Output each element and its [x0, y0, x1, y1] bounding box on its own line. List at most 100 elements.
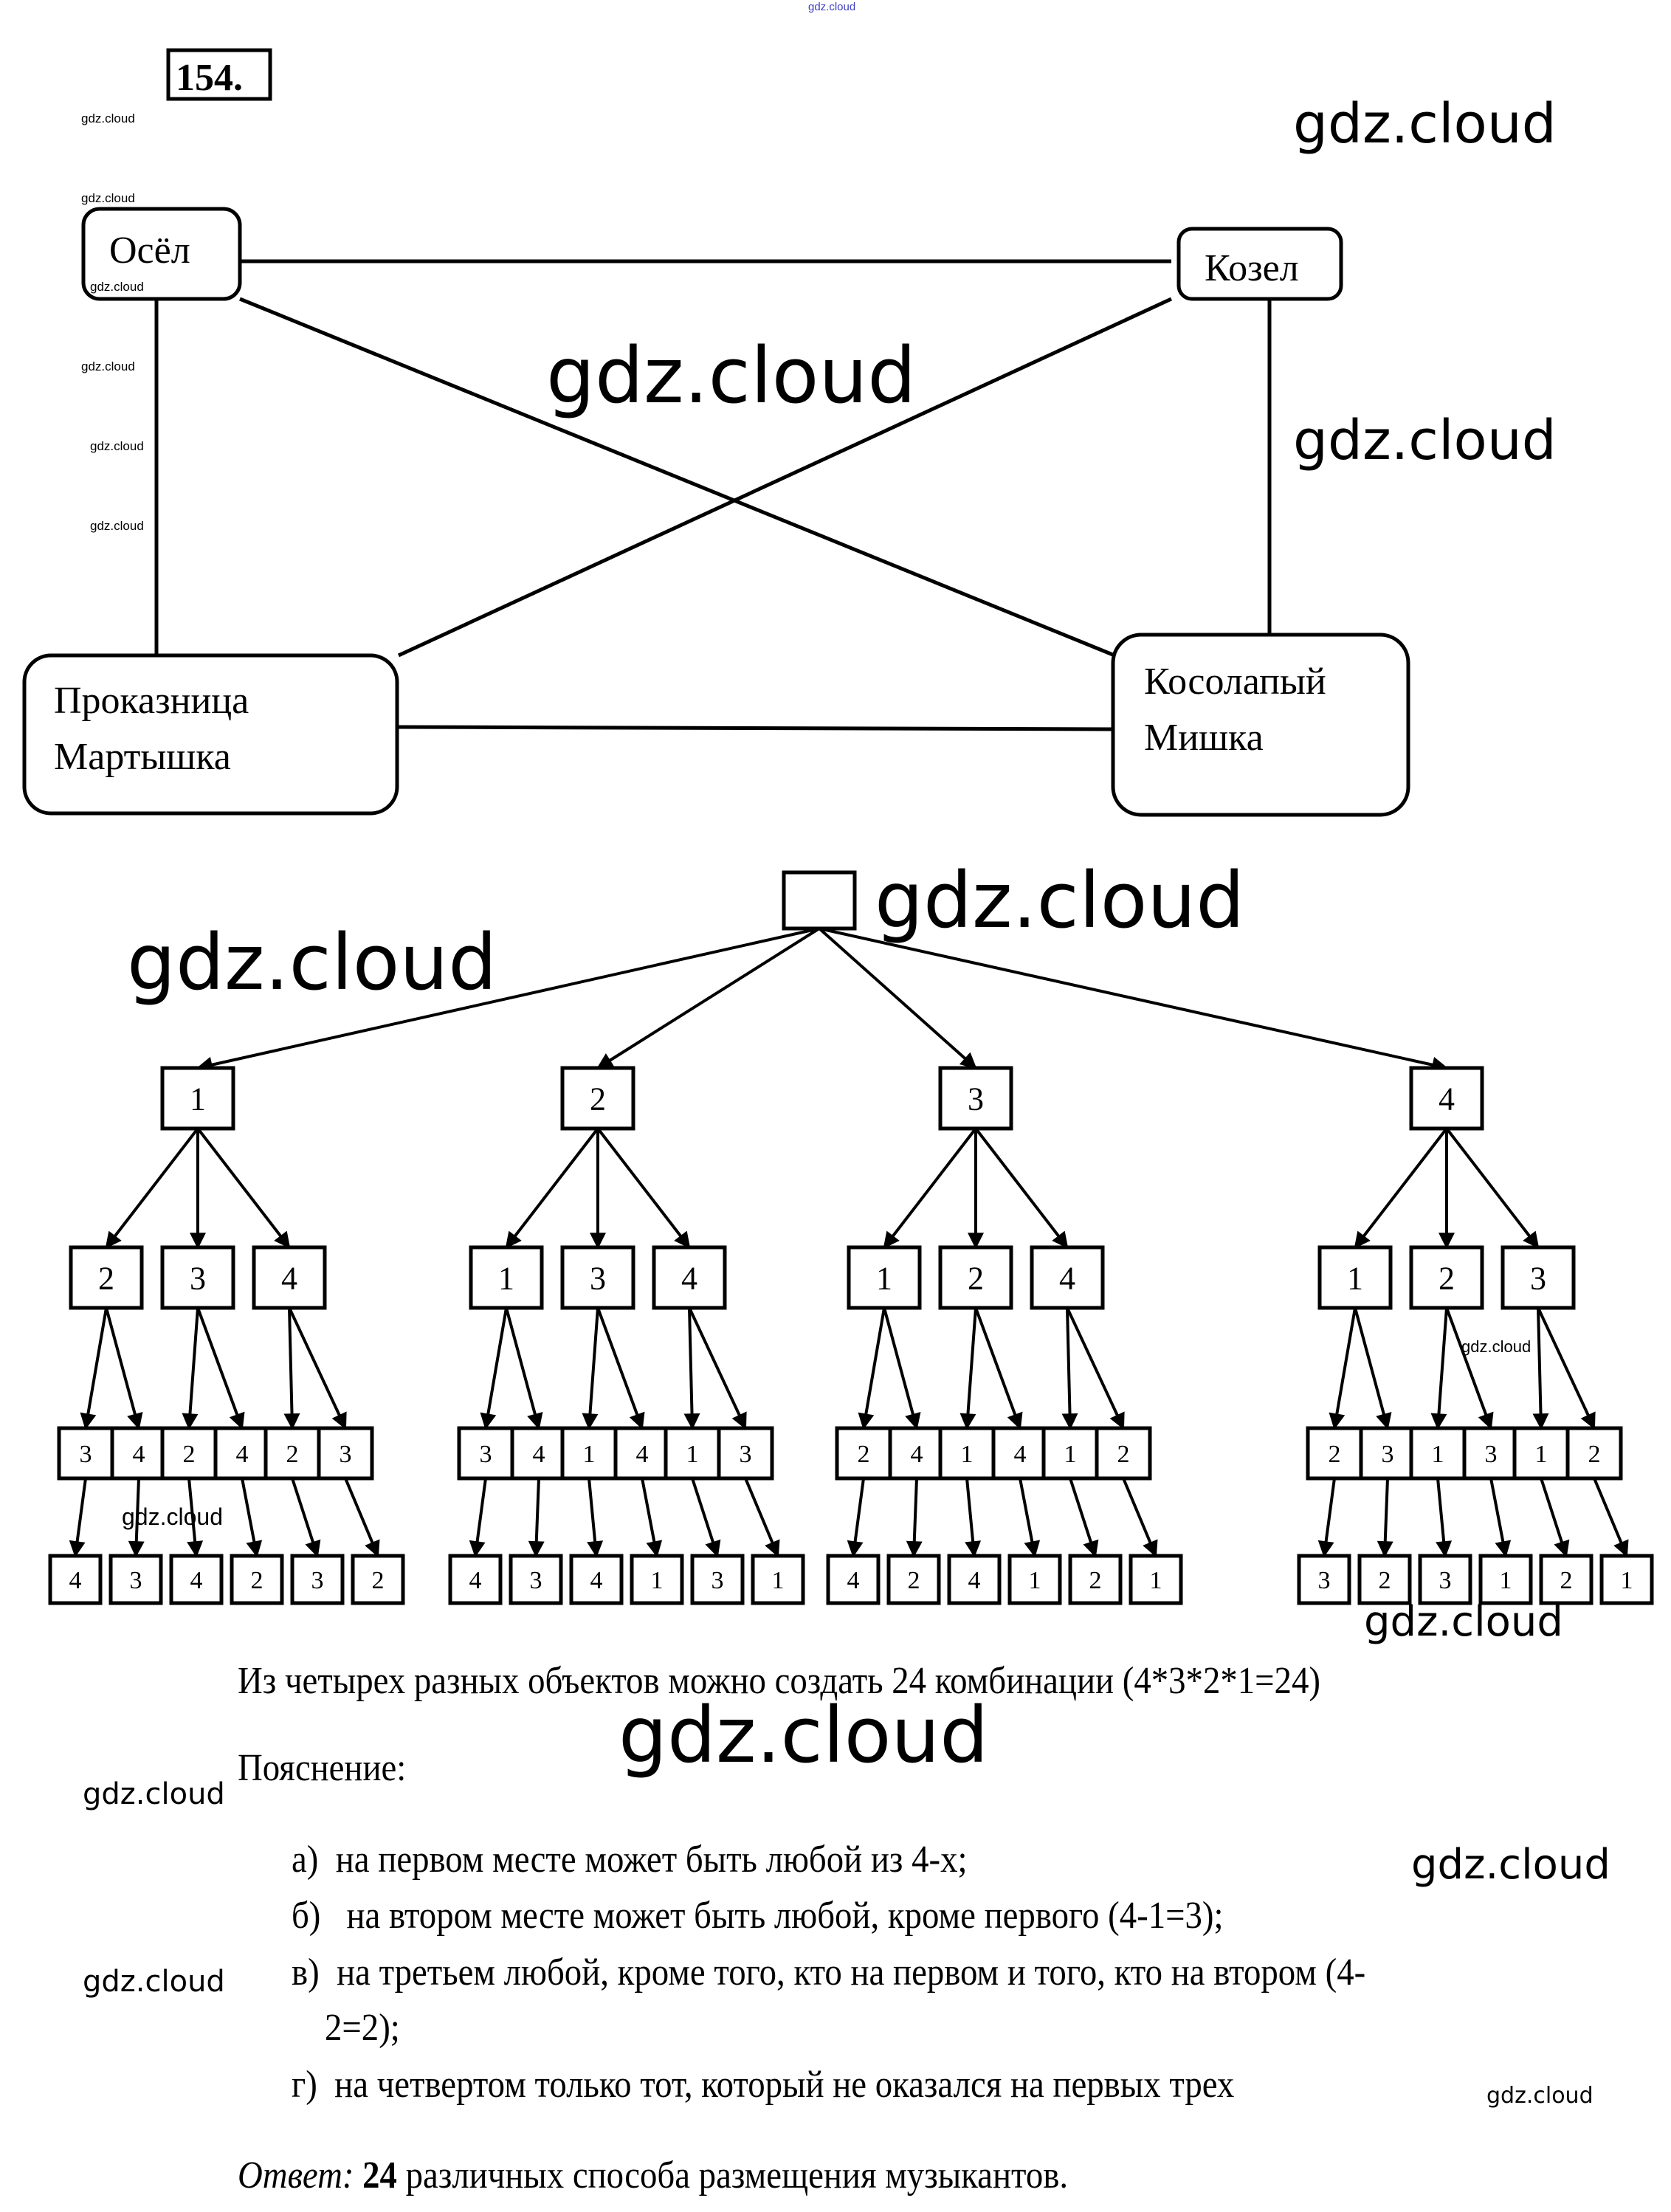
- tree-leaf-node-label: 1: [772, 1567, 785, 1594]
- tree-level3-node-box: [317, 1426, 374, 1481]
- tree-edge: [283, 1307, 300, 1430]
- tree-edge: [1354, 1307, 1392, 1430]
- tree-level2-node-box: [938, 1245, 1013, 1310]
- tree-leaf-node-box: [1068, 1554, 1123, 1605]
- graph-edges: [154, 259, 1272, 731]
- watermark: gdz.cloud: [90, 439, 144, 453]
- problem-number: 154.: [176, 57, 243, 99]
- tree-level2-node-label: 2: [968, 1260, 984, 1296]
- node-donkey-label: Осёл: [109, 230, 190, 272]
- tree-level3-node-label: 4: [1014, 1441, 1027, 1468]
- watermark: gdz.cloud: [1293, 409, 1557, 472]
- list-text: на четвертом только тот, который не оказ…: [334, 2064, 1235, 2106]
- tree-level1-node-label: 3: [968, 1081, 984, 1117]
- tree-edge: [1061, 1307, 1078, 1430]
- tree-level3-node-label: 4: [636, 1441, 649, 1468]
- tree-edge: [819, 927, 1449, 1073]
- tree-level3-node-label: 1: [1535, 1441, 1548, 1468]
- edge-monkey-bear: [394, 725, 1115, 731]
- tree-level2-node-label: 4: [1059, 1260, 1075, 1296]
- list-text: на втором месте может быть любой, кроме …: [337, 1895, 1224, 1937]
- node-goat-label: Козел: [1205, 247, 1299, 289]
- tree-edge: [187, 1478, 204, 1558]
- list-text: на первом месте может быть любой из 4-х;: [335, 1839, 968, 1881]
- tree-level2-node-box: [160, 1245, 235, 1310]
- tree-leaf-node-label: 4: [469, 1567, 482, 1594]
- tree-level3-node-label: 3: [1485, 1441, 1498, 1468]
- tree-level2-node-box: [847, 1245, 922, 1310]
- tree-edge: [959, 1307, 977, 1430]
- tree-leaf-node-label: 1: [1150, 1567, 1162, 1594]
- tree-level3-node-label: 2: [858, 1441, 870, 1468]
- tree-edge: [1436, 1478, 1453, 1558]
- tree-level3-node-label: 3: [340, 1441, 352, 1468]
- watermark: gdz.cloud: [83, 1965, 225, 1999]
- tree-edge: [818, 927, 977, 1069]
- tree-level2-node-label: 1: [876, 1260, 892, 1296]
- tree-edge: [80, 1307, 108, 1430]
- tree-edge: [596, 1307, 645, 1430]
- tree-edge: [641, 1478, 663, 1558]
- tree-leaf-node-label: 2: [1379, 1567, 1391, 1594]
- tree-leaf-node-label: 4: [847, 1567, 860, 1594]
- tree-edge: [182, 1307, 199, 1430]
- tree-level3-node-label: 2: [286, 1441, 299, 1468]
- tree-level3-node-label: 3: [80, 1441, 92, 1468]
- node-goat: Козел: [1176, 227, 1343, 301]
- tree-leaf-node-label: 2: [908, 1567, 920, 1594]
- tree-level3-node-box: [938, 1426, 996, 1481]
- tree-level2-node-label: 4: [281, 1260, 297, 1296]
- watermark: gdz.cloud: [83, 1777, 225, 1811]
- tree-edge: [128, 1478, 145, 1558]
- tree-level3-node-label: 1: [1432, 1441, 1444, 1468]
- tree-leaf-node-label: 4: [69, 1567, 82, 1594]
- tree-level1-node-label: 2: [590, 1081, 606, 1117]
- tree-edge: [505, 1307, 543, 1430]
- watermark: gdz.cloud: [127, 917, 497, 1007]
- tree-edge: [1329, 1307, 1357, 1430]
- list-marker: а): [292, 1839, 319, 1881]
- tree-edge: [291, 1478, 321, 1558]
- tree-level2-node-label: 2: [1439, 1260, 1455, 1296]
- tree-leaf-node-label: 2: [251, 1567, 263, 1594]
- tree-leaf-node-box: [1007, 1554, 1062, 1605]
- tree-level1-node-label: 4: [1439, 1081, 1455, 1117]
- tree-level2-node-label: 4: [681, 1260, 697, 1296]
- tree-edge: [847, 1478, 865, 1558]
- node-bear: Косолапый Мишка: [1111, 633, 1410, 817]
- tree-edge: [1445, 1307, 1494, 1430]
- tree-level3-node-label: 3: [740, 1441, 752, 1468]
- tree-edge: [344, 1478, 380, 1558]
- tree-edge: [1445, 1127, 1540, 1249]
- watermark: gdz.cloud: [1293, 92, 1557, 156]
- tree-level3-node-label: 2: [1117, 1441, 1130, 1468]
- tree-leaf-node-box: [509, 1554, 563, 1605]
- watermark: gdz.cloud: [546, 331, 916, 421]
- tree-edge: [965, 1478, 982, 1558]
- tree-leaf-node-label: 1: [1500, 1567, 1512, 1594]
- watermark: gdz.cloud: [90, 519, 144, 533]
- answer-line: Ответ: 24 различных способа размещения м…: [238, 2154, 1068, 2197]
- watermark: gdz.cloud: [1486, 2083, 1594, 2109]
- tree-level3-node-label: 3: [480, 1441, 492, 1468]
- watermark: gdz.cloud: [81, 359, 135, 373]
- tree-edge: [1066, 1307, 1125, 1430]
- watermark: gdz.cloud: [122, 1503, 223, 1530]
- tree-level3-node-label: 2: [1588, 1441, 1601, 1468]
- tree-edge: [105, 1127, 199, 1249]
- tree-edge: [241, 1478, 263, 1558]
- tree-leaf-node-box: [1129, 1554, 1183, 1605]
- tree-edge: [974, 1307, 1023, 1430]
- tree-edge: [196, 1307, 245, 1430]
- tree-edge: [288, 1307, 347, 1430]
- tree-leaf-node-label: 3: [530, 1567, 542, 1594]
- node-monkey-label-2: Мартышка: [54, 736, 231, 778]
- tree-edge: [883, 1127, 977, 1249]
- tree-level3-node-box: [613, 1426, 671, 1481]
- tree-edge: [883, 1307, 921, 1430]
- tree-leaf-node-box: [1418, 1554, 1472, 1605]
- tree-level1-node-box: [1409, 1066, 1484, 1131]
- tree-leaf-node-box: [169, 1554, 224, 1605]
- tree-edge: [1354, 1127, 1448, 1249]
